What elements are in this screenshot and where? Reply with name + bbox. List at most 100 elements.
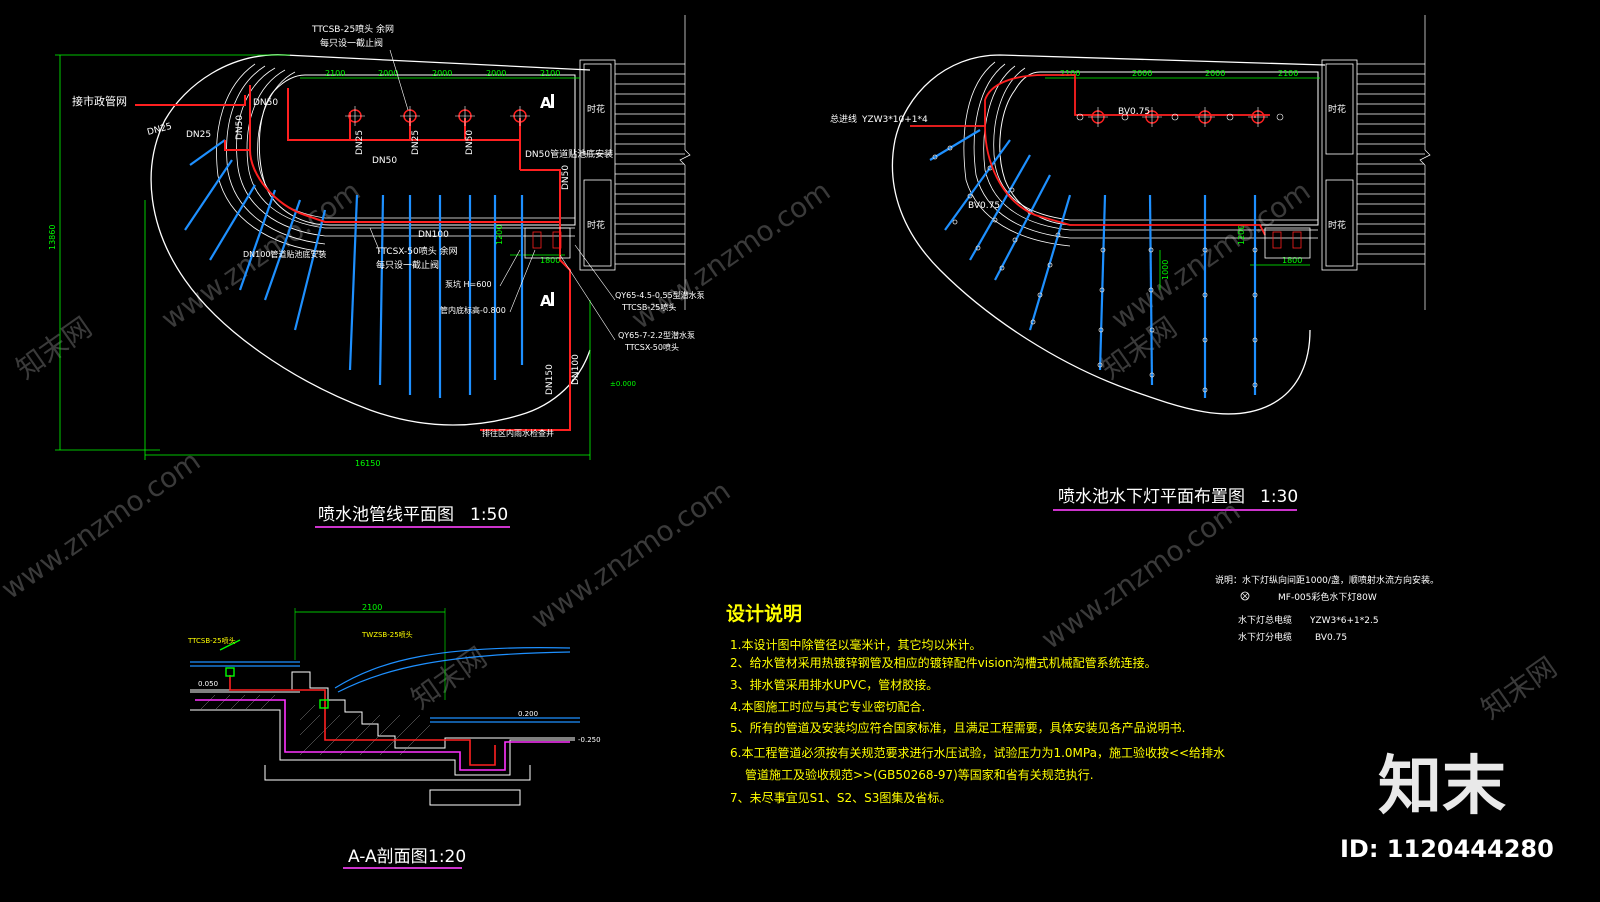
platform-hatching — [1357, 15, 1431, 310]
scale-text: 1:50 — [470, 505, 508, 525]
plan2-title: 喷水池水下灯平面布置图 1:30 — [1053, 487, 1298, 511]
spray-jets — [929, 129, 1257, 398]
plan1-labels: 接市政管网 DN25 DN25 DN50 DN50 DN25 DN25 DN50… — [72, 23, 705, 438]
label: YZW3*10+1*4 — [861, 115, 928, 125]
dim-label: 1000 — [1161, 260, 1170, 280]
light-plan: 2100 2000 2000 2100 1800 1200 1000 — [830, 15, 1431, 415]
label: QY65-4.5-0.55型潜水泵 — [615, 290, 705, 300]
title-text: A-A剖面图 — [348, 847, 428, 867]
light-symbol-icon — [1240, 591, 1250, 601]
red-cables — [910, 74, 1270, 236]
red-pipes — [135, 85, 571, 431]
label-city-main: 接市政管网 — [72, 94, 127, 108]
label: TTCSB-25喷头 — [621, 302, 676, 312]
label: 时花 — [587, 219, 605, 231]
brand-logo: 知末 — [1378, 750, 1506, 824]
dimension-lines — [55, 54, 591, 460]
basin-outline — [999, 71, 1319, 226]
legend-symbol-label: MF-005彩色水下灯80W — [1278, 591, 1377, 603]
note-item: 7、未尽事宜见S1、S2、S3图集及省标。 — [730, 790, 951, 805]
design-notes: 设计说明 1.本设计图中除管径以毫米计，其它均以米计。 2、给水管材采用热镀锌钢… — [726, 602, 1225, 805]
title-text: 喷水池水下灯平面布置图 — [1058, 487, 1245, 507]
note-item: 管道施工及验收规范>>(GB50268-97)等国家和省有关规范执行. — [745, 767, 1094, 782]
dim-label: 1800 — [540, 256, 560, 265]
dim-label: 2100 — [1060, 69, 1080, 78]
dim-label: 1200 — [1237, 225, 1246, 245]
note-item: 2、给水管材采用热镀锌钢管及相应的镀锌配件vision沟槽式机械配管系统连接。 — [730, 655, 1157, 670]
section-mark-bar — [551, 292, 554, 306]
watermark: www.znzmo.com — [525, 474, 736, 636]
dim-label: 2000 — [486, 69, 506, 78]
right-platform — [1321, 59, 1358, 271]
dim-label: 1800 — [1282, 256, 1302, 265]
lamp-markers — [932, 145, 1258, 393]
label: DN100管道贴池底安装 — [243, 249, 326, 259]
dim-label: 2000 — [1205, 69, 1225, 78]
title-text: 喷水池管线平面图 — [318, 505, 454, 525]
label: BV0.75 — [968, 201, 1000, 211]
label: 每只设一截止阀 — [320, 37, 383, 49]
watermark: www.znzmo.com — [0, 444, 206, 606]
label: DN50 — [235, 115, 245, 140]
label: 管内底标高-0.800 — [440, 305, 506, 315]
label: DN25 — [355, 130, 365, 155]
watermark: www.znzmo.com — [1105, 174, 1316, 336]
pump-pit — [524, 227, 571, 259]
dim-label: 2000 — [378, 69, 398, 78]
plan1-title: 喷水池管线平面图 1:50 — [315, 505, 510, 528]
legend-row-spec: YZW3*6+1*2.5 — [1309, 616, 1379, 626]
watermark: www.znzmo.com — [1035, 494, 1246, 656]
label: DN100 — [571, 354, 581, 385]
label: DN50 — [372, 156, 397, 166]
section-profile — [190, 671, 575, 806]
dim-label: 1200 — [495, 225, 504, 245]
legend-row-spec: BV0.75 — [1315, 633, 1347, 643]
note-item: 4.本图施工时应与其它专业密切配合. — [730, 699, 925, 714]
label: DN100 — [418, 230, 449, 240]
legend-row-name: 水下灯分电缆 — [1238, 631, 1292, 643]
dim-label: 2000 — [1132, 69, 1152, 78]
dimension-height: 13860 — [48, 225, 57, 250]
label: 每只设一截止阀 — [376, 259, 439, 271]
legend-row-name: 水下灯总电缆 — [1238, 614, 1292, 626]
section-labels: TTCSB-25喷头 TWZSB-25喷头 0.050 -0.250 0.200 — [187, 630, 601, 744]
light-row — [1076, 107, 1284, 127]
top-dimensions: 2100 2000 2000 2000 2100 1800 1200 — [325, 69, 560, 265]
label: 时花 — [1328, 103, 1346, 115]
section-pipe — [229, 675, 496, 766]
legend: 说明：水下灯纵向间距1000/盏，顺喷射水流方向安装。 MF-005彩色水下灯8… — [1215, 574, 1439, 643]
label: 总进线 — [830, 113, 857, 125]
label: ±0.000 — [610, 380, 636, 388]
pool-outline — [150, 54, 591, 426]
label: DN50 — [465, 130, 475, 155]
label: TTCSB-25喷头 余网 — [311, 23, 394, 35]
label: DN25 — [146, 122, 173, 138]
label: 0.050 — [198, 680, 218, 688]
basin-outline — [258, 74, 576, 226]
note-item: 1.本设计图中除管径以毫米计，其它均以米计。 — [730, 637, 981, 652]
label: DN150 — [545, 364, 555, 395]
terrace-lines — [963, 61, 1318, 247]
pump-pit — [1264, 227, 1311, 259]
dim-label: 2100 — [362, 603, 382, 612]
notes-heading: 设计说明 — [726, 602, 802, 625]
label: 时花 — [1328, 219, 1346, 231]
dimension-width: 16150 — [355, 459, 380, 468]
spray-jets — [184, 139, 524, 398]
label: 排往区内雨水检查井 — [482, 428, 554, 438]
label: 时花 — [587, 103, 605, 115]
label: BV0.75 — [1118, 107, 1150, 117]
dim-label: 2100 — [325, 69, 345, 78]
water-surface — [190, 647, 580, 723]
pool-outline — [891, 54, 1326, 415]
section-fittings — [219, 639, 329, 709]
dim-label: 2100 — [540, 69, 560, 78]
waterproof-layer — [195, 699, 570, 771]
brand-watermark: 知末 ID: 1120444280 — [1340, 750, 1554, 863]
scale-text: 1:30 — [1260, 487, 1298, 507]
right-platform — [579, 59, 616, 271]
label: TWZSB-25喷头 — [361, 630, 413, 639]
dim-label: 2000 — [432, 69, 452, 78]
section-marker: A — [540, 94, 552, 112]
